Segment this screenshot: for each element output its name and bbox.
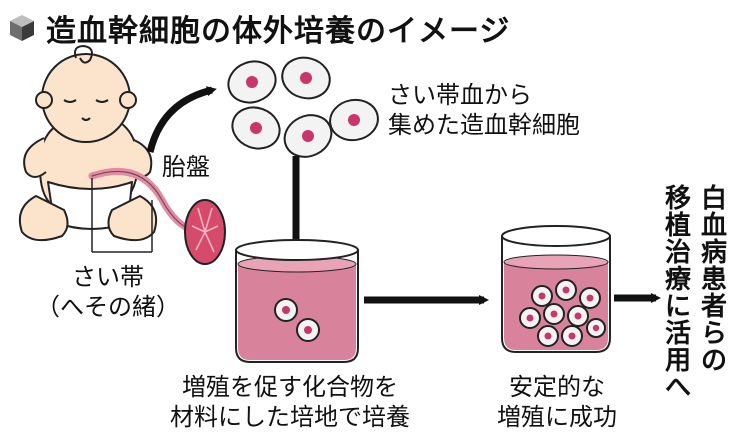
cell [274,298,298,322]
cell [537,325,559,347]
baby-illustration [18,45,158,242]
beaker-culture [235,239,359,363]
curved-arrow [146,86,217,153]
cell [567,305,589,327]
cell [531,285,553,307]
cell [586,318,606,338]
culture-line-1: 増殖を促す化合物を [182,373,398,401]
cell [543,303,565,325]
cord-line-2: （へその緒） [36,293,180,321]
title-text: 造血幹細胞の体外培養のイメージ [46,14,511,49]
success-label: 安定的な 増殖に成功 [462,372,652,432]
cell [561,325,583,347]
cell [281,56,331,100]
application-col-1: 白血病患者らの [700,184,727,376]
cell [296,318,320,342]
cell [227,60,277,104]
application-col-2: 移植治療に活用へ [664,184,691,403]
placenta-icon [184,199,226,265]
cell [329,98,379,142]
cord-blood-label: さい帯血から 集めた造血幹細胞 [388,80,580,140]
cell [283,114,333,158]
cell [579,287,601,309]
cube-icon [10,15,34,41]
cord-line-1: さい帯 [72,263,144,291]
culture-line-2: 材料にした培地で培養 [170,403,410,431]
stem-cell-cluster [227,56,379,158]
cord-blood-line-1: さい帯血から [388,81,532,109]
cell [555,279,577,301]
cord-pointer [91,178,153,253]
diagram-title: 造血幹細胞の体外培養のイメージ [8,6,510,50]
umbilical-cord [88,167,200,236]
cell [231,106,281,150]
cord-blood-line-2: 集めた造血幹細胞 [388,111,580,139]
success-line-2: 増殖に成功 [497,403,617,431]
umbilical-cord-label: さい帯 （へその緒） [8,262,208,322]
placenta-label: 胎盤 [162,153,210,181]
beaker-success [501,225,611,353]
cell [519,307,541,329]
success-line-1: 安定的な [509,373,605,401]
culture-label: 増殖を促す化合物を 材料にした培地で培養 [140,372,440,432]
